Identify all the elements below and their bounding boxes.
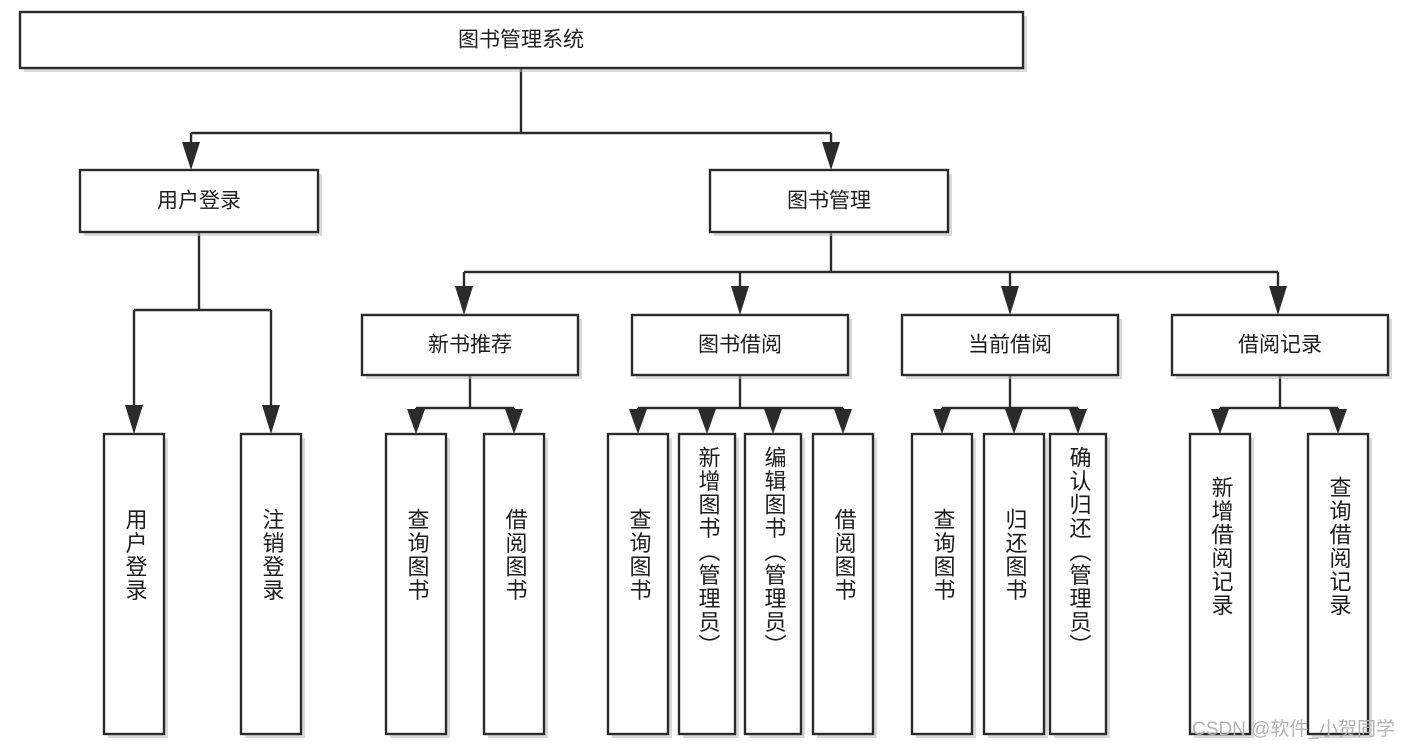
arrowhead-new-book-rec — [455, 286, 473, 315]
node-leaf-add-book-box — [677, 432, 737, 736]
arrowhead-leaf-query-book-1 — [407, 409, 425, 434]
node-leaf-user-login[interactable] — [102, 432, 168, 738]
node-leaf-user-login-box — [102, 432, 166, 736]
arrowhead-leaf-query-book-2 — [629, 409, 647, 434]
node-user-login[interactable]: 用户登录 — [78, 168, 322, 236]
connector-group-book-manage-to-level3 — [455, 232, 1287, 315]
arrowhead-current-borrow — [1001, 286, 1019, 315]
node-borrow-record[interactable]: 借阅记录 — [1170, 313, 1392, 379]
node-leaf-query-book-2[interactable] — [606, 432, 672, 738]
node-leaf-borrow-book-2-box — [811, 432, 875, 736]
arrowhead-leaf-borrow-book-2 — [834, 409, 852, 434]
node-leaf-confirm-return-box — [1048, 432, 1108, 736]
node-leaf-return-book-box — [982, 432, 1046, 736]
node-leaf-query-record[interactable] — [1306, 432, 1372, 738]
arrowhead-leaf-confirm-return — [1069, 409, 1087, 434]
connector-group-root-to-level2 — [182, 68, 840, 170]
node-leaf-query-book-2-box — [606, 432, 670, 736]
node-leaf-borrow-book-2[interactable] — [811, 432, 877, 738]
node-root[interactable]: 图书管理系统 — [18, 10, 1027, 72]
node-leaf-return-book[interactable] — [982, 432, 1048, 738]
arrowhead-user-login — [182, 142, 200, 170]
csdn-watermark: CSDN @软件_小贺同学 — [1192, 719, 1395, 740]
node-root-label: 图书管理系统 — [458, 29, 584, 52]
node-leaf-query-book-3[interactable] — [910, 432, 976, 738]
arrowhead-book-manage — [822, 142, 840, 170]
arrowhead-book-borrow — [731, 286, 749, 315]
node-new-book-rec[interactable]: 新书推荐 — [360, 313, 582, 379]
arrowhead-leaf-add-record — [1211, 409, 1229, 434]
arrowhead-leaf-borrow-book-1 — [505, 409, 523, 434]
node-book-manage-box — [708, 168, 950, 234]
node-current-borrow-label: 当前借阅 — [968, 334, 1052, 357]
node-leaf-add-record-box — [1188, 432, 1252, 736]
node-user-login-label: 用户登录 — [157, 190, 241, 213]
node-leaf-add-book[interactable] — [677, 432, 739, 738]
node-leaf-logout-box — [239, 432, 303, 736]
node-book-manage-label: 图书管理 — [787, 190, 871, 213]
node-leaf-borrow-book-1[interactable] — [482, 432, 548, 738]
arrowhead-leaf-logout — [262, 405, 280, 434]
node-book-borrow-box — [630, 313, 850, 377]
node-leaf-add-record[interactable] — [1188, 432, 1254, 738]
node-leaf-confirm-return[interactable] — [1048, 432, 1110, 738]
node-leaf-borrow-book-1-box — [482, 432, 546, 736]
arrowhead-leaf-return-book — [1005, 409, 1023, 434]
connector-group-new-book-rec-to-leaves — [407, 375, 523, 434]
connector-group-book-borrow-to-leaves — [629, 375, 852, 434]
node-book-borrow-label: 图书借阅 — [698, 334, 782, 357]
node-leaf-query-book-1-box — [384, 432, 448, 736]
connector-group-user-login-to-leaves — [125, 232, 280, 434]
arrowhead-leaf-add-book — [698, 409, 716, 434]
node-borrow-record-box — [1170, 313, 1390, 377]
node-leaf-edit-book-box — [743, 432, 803, 736]
node-leaf-logout[interactable] — [239, 432, 305, 738]
node-book-manage[interactable]: 图书管理 — [708, 168, 952, 236]
arrowhead-borrow-record — [1269, 286, 1287, 315]
node-leaf-query-record-box — [1306, 432, 1370, 736]
connector-group-current-borrow-to-leaves — [933, 375, 1087, 434]
node-current-borrow[interactable]: 当前借阅 — [900, 313, 1122, 379]
arrowhead-leaf-user-login — [125, 405, 143, 434]
arrowhead-leaf-query-record — [1329, 409, 1347, 434]
node-leaf-query-book-1[interactable] — [384, 432, 450, 738]
node-borrow-record-label: 借阅记录 — [1238, 334, 1322, 357]
node-leaf-edit-book[interactable] — [743, 432, 805, 738]
node-root-box — [18, 10, 1025, 70]
arrowhead-leaf-query-book-3 — [933, 409, 951, 434]
node-new-book-rec-box — [360, 313, 580, 377]
node-leaf-query-book-3-box — [910, 432, 974, 736]
node-user-login-box — [78, 168, 320, 234]
node-current-borrow-box — [900, 313, 1120, 377]
node-new-book-rec-label: 新书推荐 — [428, 334, 512, 357]
node-book-borrow[interactable]: 图书借阅 — [630, 313, 852, 379]
connector-group-borrow-record-to-leaves — [1211, 375, 1347, 434]
arrowhead-leaf-edit-book — [764, 409, 782, 434]
